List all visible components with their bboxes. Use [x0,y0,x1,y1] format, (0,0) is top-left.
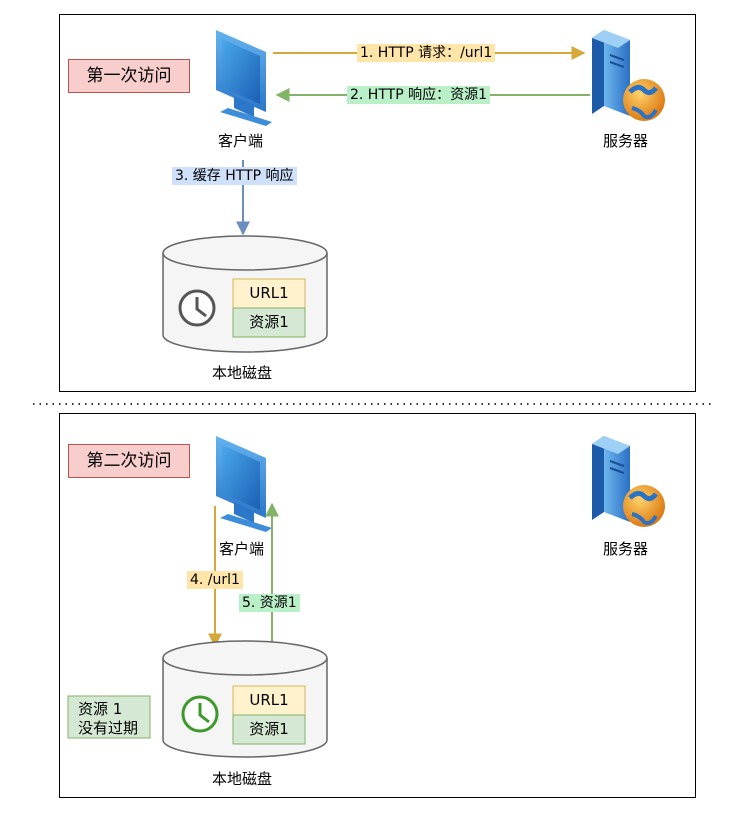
client-label: 客户端 [218,538,266,559]
cache-key-cell [232,685,306,716]
status-note-box [67,695,151,739]
request-label: 1. HTTP 请求：/url1 [357,44,496,62]
monitor-icon [216,30,272,126]
server-globe-icon [592,436,665,527]
cache-key: URL1 [249,284,289,302]
disk-label: 本地磁盘 [212,770,273,788]
clock-icon [178,289,216,327]
cache-value-cell [232,307,306,338]
lookup-label: 4. /url1 [187,571,243,589]
monitor-icon [216,436,272,532]
cache-key-cell [232,278,306,309]
cache-value-cell [232,714,306,745]
second-visit-title: 第二次访问 [68,444,190,478]
response-label: 2. HTTP 响应：资源1 [347,86,490,104]
status-note-line1: 资源 1 [78,700,123,718]
return-label: 5. 资源1 [239,594,300,612]
cache-value: 资源1 [249,313,289,331]
first-visit-title: 第一次访问 [68,59,190,93]
server-label: 服务器 [603,132,649,150]
cache-value: 资源1 [249,720,289,738]
cache-key: URL1 [249,691,289,709]
cache-label: 3. 缓存 HTTP 响应 [172,167,297,185]
client-label: 客户端 [218,132,264,150]
status-note-line2: 没有过期 [78,719,139,737]
clock-icon [181,695,219,733]
server-globe-icon [592,30,665,121]
disk-label: 本地磁盘 [212,364,273,382]
server-label: 服务器 [603,540,649,558]
